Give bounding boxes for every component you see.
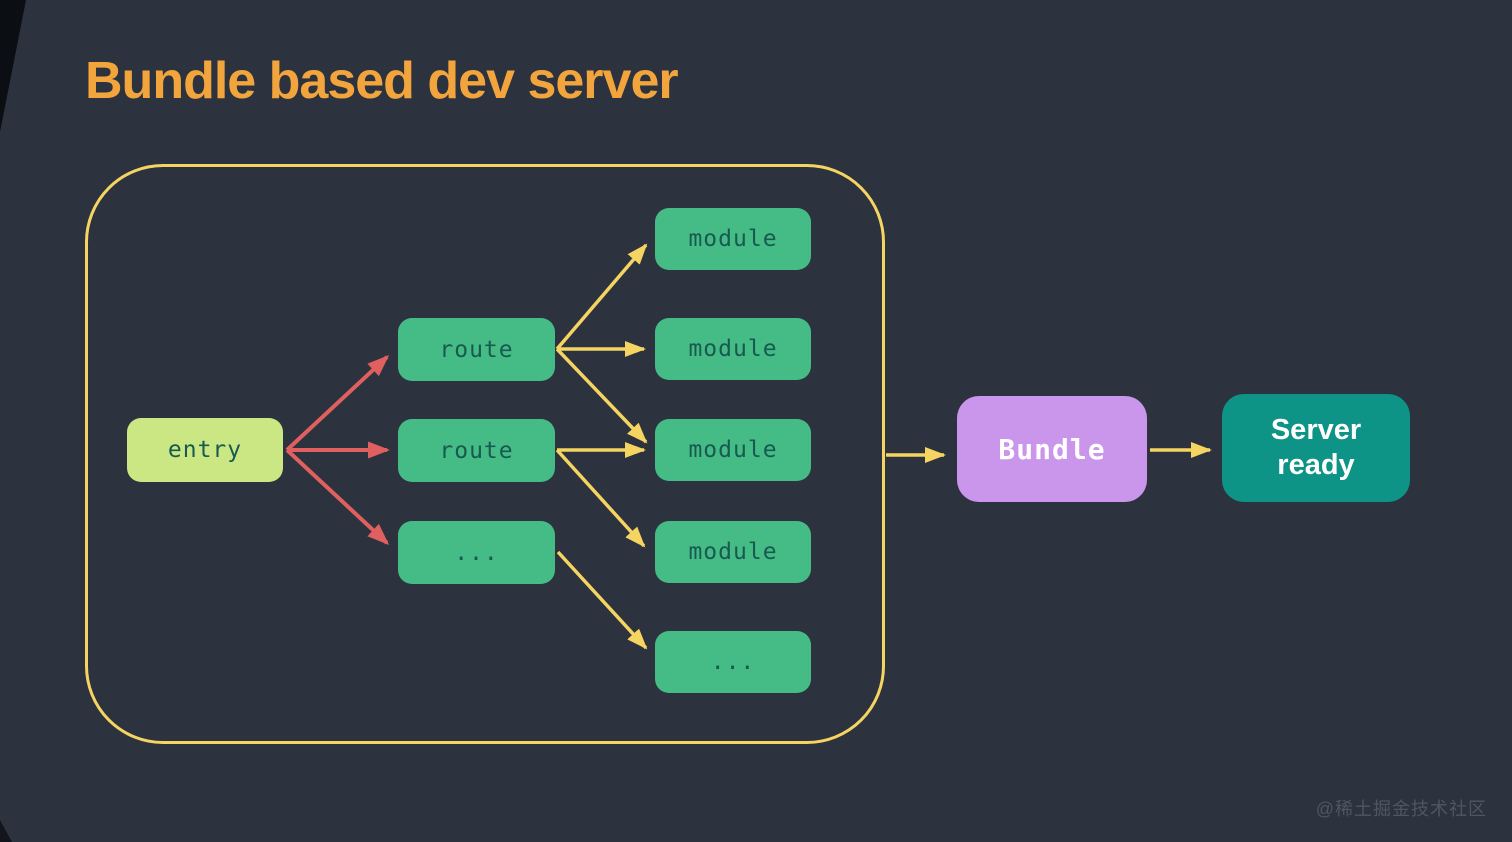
node-module-3-label: module [688,437,778,463]
node-entry: entry [127,418,283,482]
node-module-2: module [655,318,811,380]
node-bundle-label: Bundle [998,432,1106,466]
node-server-ready-label: Server ready [1270,414,1362,481]
page-title: Bundle based dev server [85,52,679,110]
node-server-ready: Server ready [1222,394,1410,502]
node-route-2-label: route [439,437,514,464]
screen-corner-artifact-top-left [0,0,26,132]
node-module-ellipsis: ... [655,631,811,693]
node-route-ellipsis-label: ... [454,539,499,566]
node-route-1-label: route [439,336,514,363]
node-module-ellipsis-label: ... [710,649,756,675]
node-route-ellipsis: ... [398,521,555,584]
node-module-4-label: module [688,539,778,565]
watermark: @稀土掘金技术社区 [1315,799,1487,819]
node-module-4: module [655,521,811,583]
node-route-2: route [398,419,555,482]
node-module-2-label: module [688,336,778,362]
node-module-1-label: module [688,226,778,252]
node-bundle: Bundle [957,396,1147,502]
node-route-1: route [398,318,555,381]
node-module-1: module [655,208,811,270]
node-module-3: module [655,419,811,481]
bundler-container-outline [85,164,885,744]
screen-corner-artifact-bottom-left [0,820,12,842]
node-entry-label: entry [167,437,243,463]
